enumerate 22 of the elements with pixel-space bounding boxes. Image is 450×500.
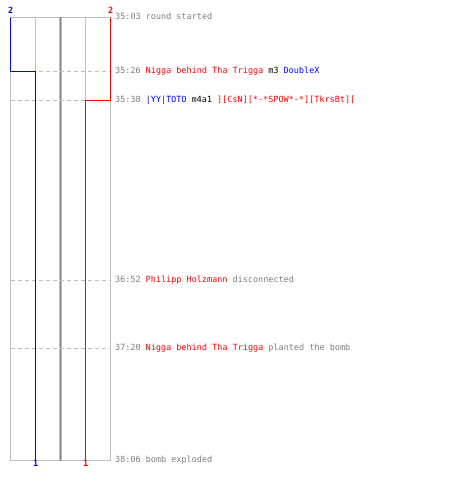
player-name: Nigga behind Tha Trigga [146, 66, 264, 76]
player-name: |YY|TOTO [146, 95, 187, 105]
time-label: 35:38 [115, 95, 141, 105]
player-name: ][CsN][*-*SPOW*-*][TkrsBt][ [217, 95, 356, 105]
time-label: 38:06 [115, 455, 141, 465]
time-label: 36:52 [115, 275, 141, 285]
weapon-name: m4a1 [192, 95, 212, 105]
player-name: DoubleX [284, 66, 320, 76]
player-name: Nigga behind Tha Trigga [146, 343, 264, 353]
event-text: planted the bomb [268, 343, 350, 353]
player-count-label: 1 [82, 459, 90, 469]
event-text: round started [146, 12, 212, 22]
player-count-label: 1 [32, 459, 40, 469]
event-text: disconnected [232, 275, 294, 285]
time-label: 35:26 [115, 66, 141, 76]
weapon-name: m3 [268, 66, 279, 76]
time-label: 35:03 [115, 12, 141, 22]
time-label: 37:20 [115, 343, 141, 353]
player-count-label: 2 [106, 6, 114, 16]
player-name: Philipp Holzmann [146, 275, 228, 285]
player-count-label: 2 [6, 6, 14, 16]
event-text: bomb exploded [146, 455, 212, 465]
